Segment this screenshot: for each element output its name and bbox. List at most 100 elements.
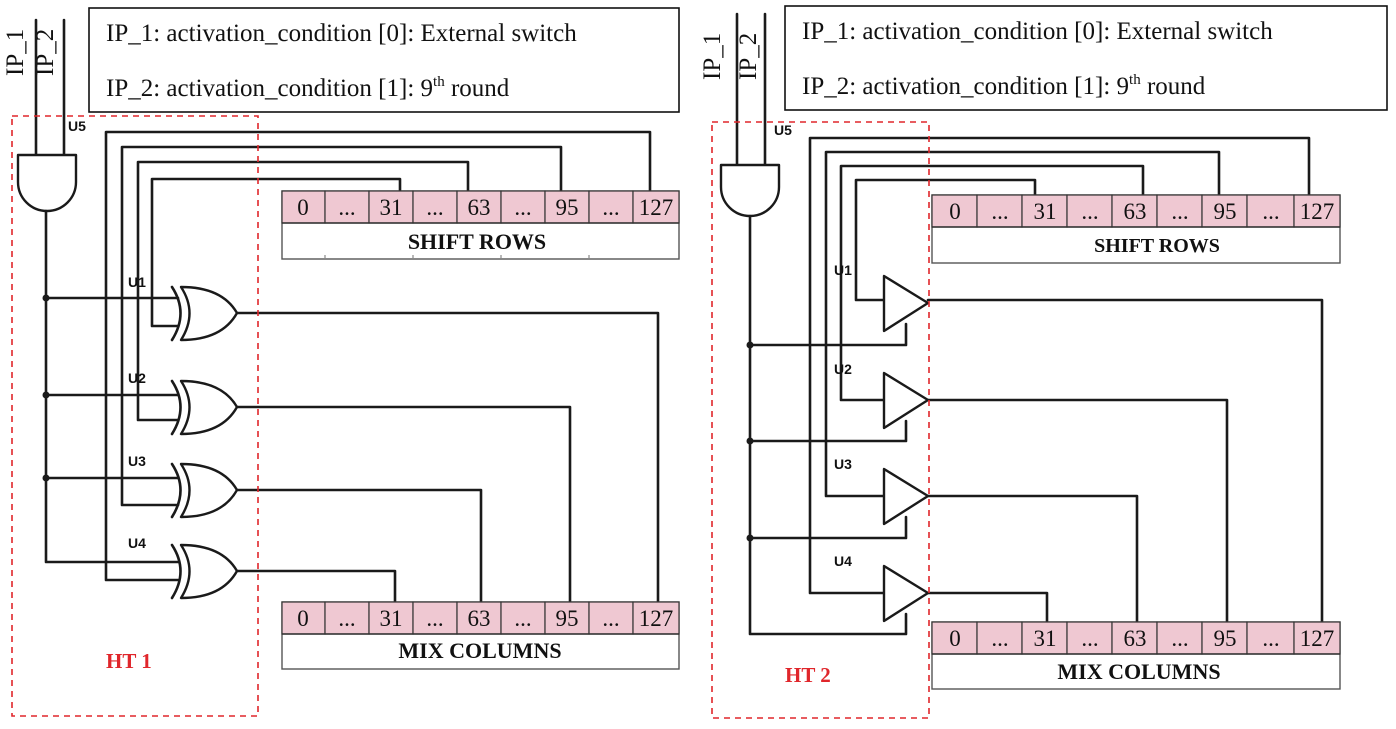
register-cell-text: 63	[1124, 626, 1147, 651]
register-cell	[1111, 194, 1158, 228]
and-gate-u5	[719, 163, 781, 218]
panel-ht1: IP_1: activation_condition [0]: External…	[2, 7, 680, 717]
ht-boundary-box	[11, 115, 259, 717]
register-cell-text: 31	[1034, 199, 1057, 224]
register-cell-text: 31	[380, 606, 403, 631]
register-cell	[544, 601, 590, 635]
register-cell	[1293, 194, 1341, 228]
trigger-bus	[44, 209, 180, 564]
register-cell	[1246, 194, 1295, 228]
gate-label-u3: U3	[128, 453, 146, 469]
register-cell-text: ...	[991, 626, 1008, 651]
register-cell	[1156, 621, 1203, 655]
register-cell	[1201, 621, 1248, 655]
register-cell	[368, 601, 414, 635]
enable-branch-u2	[748, 419, 908, 443]
register-cell-text: 127	[639, 195, 674, 220]
register-cell	[1066, 621, 1113, 655]
register-cell-text: ...	[1171, 626, 1188, 651]
register-cell	[412, 601, 458, 635]
register-cell-text: ...	[991, 199, 1008, 224]
register-cell-text: 127	[639, 606, 674, 631]
xor-gate-u4	[170, 543, 239, 600]
legend-box	[88, 7, 680, 113]
register-mix-columns-ht1: 0 ... 31 ... 63 ... 95 ... 127 MIX COLUM…	[281, 601, 680, 670]
register-cell-text: ...	[1081, 199, 1098, 224]
register-cell-text: 95	[1214, 199, 1237, 224]
wire-u3-to-bit63	[235, 488, 483, 605]
register-cell-text: 31	[380, 195, 403, 220]
wire-bit31-to-u1	[150, 177, 402, 328]
register-cell	[1246, 621, 1295, 655]
tristate-buffer-u2	[882, 371, 930, 430]
legend-box	[784, 5, 1388, 111]
legend-line-ip1: IP_1: activation_condition [0]: External…	[802, 18, 1273, 45]
junction-dot	[746, 437, 754, 445]
register-cell-text: 0	[297, 606, 309, 631]
wire-u4-to-bit31	[235, 569, 397, 605]
register-cell-text: 0	[949, 199, 961, 224]
tristate-buffer-u3	[882, 467, 930, 526]
legend-line-ip2: IP_2: activation_condition [1]: 9th roun…	[106, 74, 510, 102]
register-cell	[1066, 194, 1113, 228]
wire-u3-to-bit63	[926, 494, 1139, 624]
register-cell-text: ...	[1262, 626, 1279, 651]
panel-ht2: IP_1: activation_condition [0]: External…	[699, 5, 1388, 719]
register-mix-columns-ht2: 0 ... 31 ... 63 ... 95 ... 127 MIX COLUM…	[931, 621, 1341, 690]
wire-bit31-to-u1	[854, 178, 1037, 302]
junction-dot	[42, 391, 50, 399]
legend-ht1: IP_1: activation_condition [0]: External…	[88, 7, 680, 113]
enable-branch-u1	[748, 322, 908, 347]
gate-label-u2: U2	[834, 361, 852, 377]
register-cell-text: 0	[297, 195, 309, 220]
register-cell	[1111, 621, 1158, 655]
register-cell	[931, 194, 978, 228]
legend-line-ip1: IP_1: activation_condition [0]: External…	[106, 20, 577, 47]
register-cell-text: ...	[1171, 199, 1188, 224]
gate-label-u5: U5	[774, 122, 792, 138]
wire-u4-to-bit31	[926, 591, 1049, 624]
wire-u1-to-bit127	[235, 311, 660, 605]
register-cell-text: 127	[1300, 199, 1335, 224]
gate-label-u2: U2	[128, 370, 146, 386]
tristate-buffer-u4	[882, 564, 930, 623]
register-cell-text: ...	[602, 606, 619, 631]
legend-ht2: IP_1: activation_condition [0]: External…	[784, 5, 1388, 111]
register-cell	[544, 190, 590, 224]
register-cell-text: ...	[602, 195, 619, 220]
and-gate-u5	[16, 153, 78, 213]
xor-gate-u2	[170, 379, 239, 436]
junction-dot	[42, 474, 50, 482]
wire-bit63-to-u2	[136, 160, 470, 422]
wire-bit63-to-u2	[839, 164, 1145, 402]
register-cell	[588, 190, 634, 224]
register-cell-text: 0	[949, 626, 961, 651]
xor-gate-u3	[170, 462, 239, 519]
gate-label-u3: U3	[834, 456, 852, 472]
register-cell-text: ...	[426, 195, 443, 220]
input-label-ip1: IP_1	[699, 33, 726, 80]
register-shift-rows-ht2: 0 ... 31 ... 63 ... 95 ... 127 SHIFT ROW…	[931, 194, 1341, 264]
register-cell-text: 31	[1034, 626, 1057, 651]
register-cell-text: 95	[556, 195, 579, 220]
register-shift-rows-ht1: 0 ... 31 ... 63 ... 95 ... 127 SHIFT ROW…	[281, 190, 680, 260]
gate-label-u4: U4	[128, 535, 146, 551]
wire-bit95-to-u3	[120, 145, 563, 507]
register-title: MIX COLUMNS	[398, 638, 561, 663]
register-cell	[1021, 194, 1068, 228]
junction-dot	[42, 294, 50, 302]
register-cell	[1201, 194, 1248, 228]
register-title: SHIFT ROWS	[408, 229, 546, 254]
wire-u2-to-bit95	[926, 398, 1229, 624]
legend-line-ip2: IP_2: activation_condition [1]: 9th roun…	[802, 72, 1206, 100]
register-cell-text: ...	[514, 606, 531, 631]
wire-bit127-to-u4	[808, 136, 1311, 595]
register-cell-text: ...	[514, 195, 531, 220]
junction-dot	[746, 341, 754, 349]
junction-dot	[746, 534, 754, 542]
gate-label-u1: U1	[128, 274, 146, 290]
ht-label: HT 1	[106, 649, 152, 673]
enable-bus	[748, 214, 908, 636]
xor-gate-u1	[170, 285, 239, 342]
register-cell-text: ...	[338, 195, 355, 220]
